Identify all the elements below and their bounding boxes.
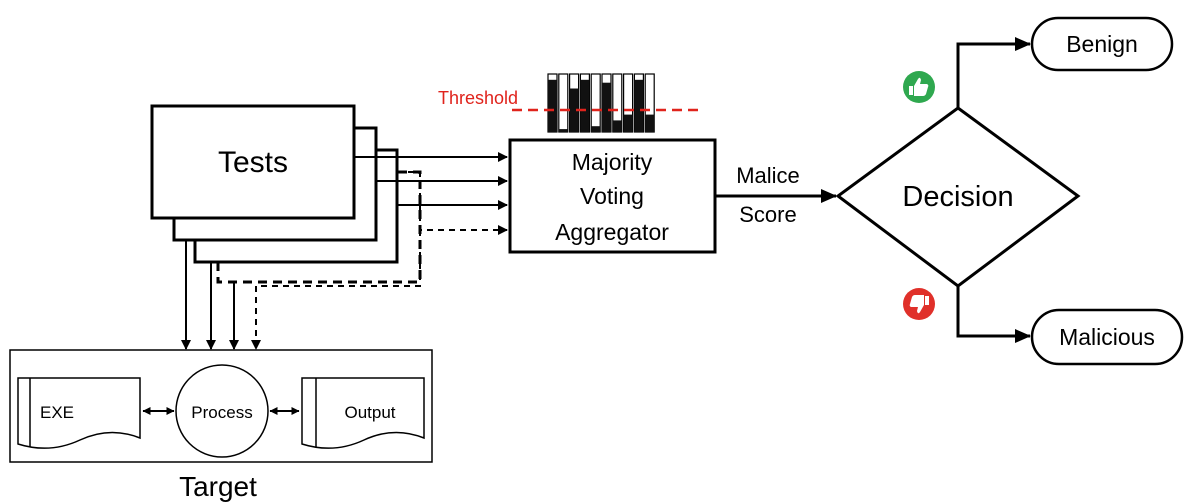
malice-label: Malice (736, 163, 800, 188)
vote-bar (591, 126, 601, 132)
vote-bar (623, 114, 633, 132)
decision-diamond: Decision (835, 106, 1081, 288)
benign-terminal: Benign (1030, 16, 1174, 72)
decision-branches (956, 37, 1031, 343)
vote-bar (558, 129, 568, 132)
test-to-target-arrows (181, 230, 421, 350)
vote-bar (634, 79, 644, 132)
output-document: Output (301, 377, 425, 449)
score-label: Score (739, 202, 796, 227)
vote-bars (547, 73, 655, 133)
vote-bar (569, 88, 579, 132)
vote-bar (612, 120, 622, 132)
process-node: Process (175, 364, 269, 458)
process-label: Process (191, 403, 252, 422)
aggregator-line-3: Aggregator (555, 219, 669, 245)
test-box-1 (150, 104, 356, 220)
aggregator-line-2: Voting (580, 183, 644, 209)
vote-bar-frame (558, 73, 569, 133)
vote-bar (602, 82, 611, 132)
target-container: EXE Process Output (9, 349, 433, 463)
output-label: Output (344, 403, 395, 422)
vote-bar-frame (590, 73, 601, 133)
tests-label: Tests (218, 146, 288, 179)
exe-label: EXE (40, 403, 74, 422)
malicious-terminal: Malicious (1030, 308, 1184, 366)
test-to-aggregator-arrows (354, 152, 508, 235)
target-label: Target (179, 471, 257, 502)
threshold-label: Threshold (438, 88, 518, 108)
malicious-label: Malicious (1059, 324, 1155, 350)
aggregator-line-1: Majority (572, 149, 653, 175)
thumbs-up-icon (903, 71, 935, 103)
exe-document: EXE (17, 377, 141, 449)
vote-bar (645, 114, 655, 132)
benign-label: Benign (1066, 31, 1138, 57)
vote-bar (580, 79, 590, 132)
thumbs-down-icon (903, 288, 935, 320)
decision-label: Decision (902, 181, 1013, 213)
tests-stack: Tests (150, 104, 422, 284)
vote-bar (548, 79, 557, 132)
majority-voting-aggregator: Majority Voting Aggregator (508, 138, 717, 254)
